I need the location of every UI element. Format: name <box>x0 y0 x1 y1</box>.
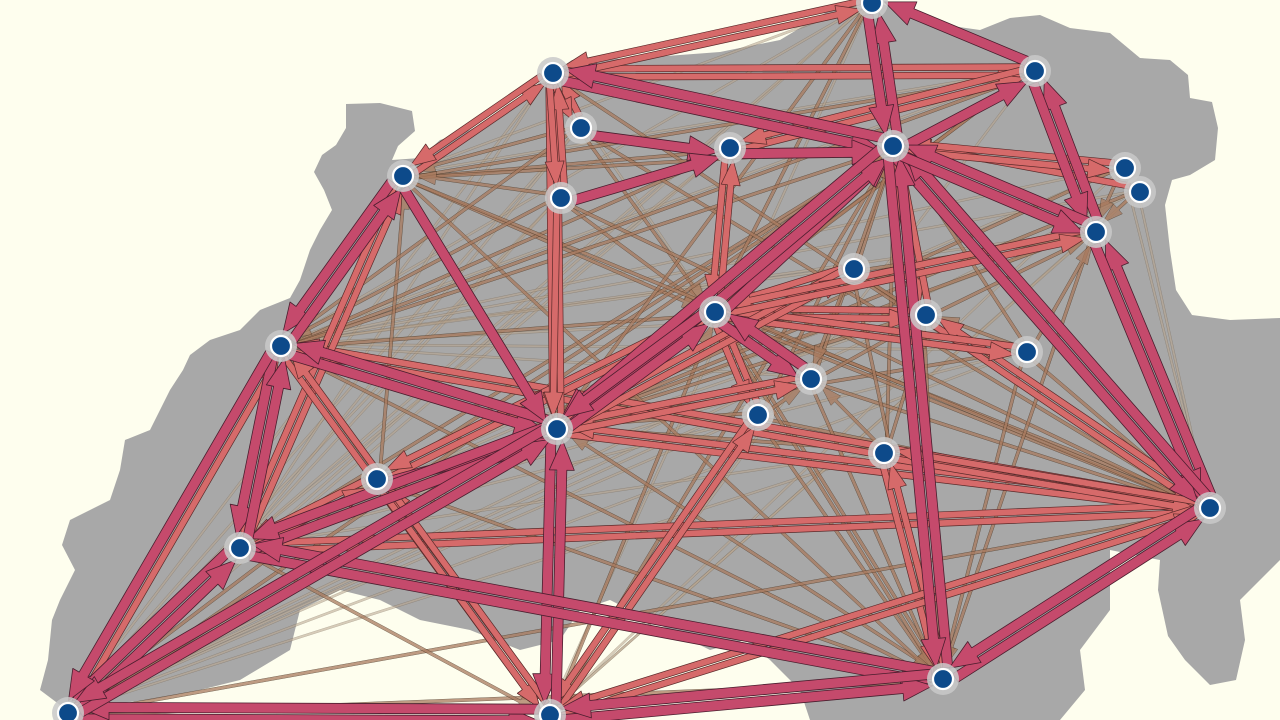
location-node[interactable] <box>265 330 297 362</box>
flow-arrow <box>292 339 550 426</box>
flow-arrow <box>543 208 564 419</box>
node-marker[interactable] <box>914 303 938 327</box>
flow-arrow <box>882 156 947 669</box>
node-layer <box>52 0 1226 720</box>
flow-arrow <box>556 425 756 711</box>
flow-arrow <box>726 313 809 373</box>
flow-arrow <box>948 504 1201 669</box>
location-node[interactable] <box>1011 336 1043 368</box>
node-marker[interactable] <box>269 334 293 358</box>
flow-arrow <box>895 445 1201 506</box>
node-marker[interactable] <box>228 536 252 560</box>
node-marker[interactable] <box>1198 496 1222 520</box>
location-node[interactable] <box>1124 176 1156 208</box>
location-node[interactable] <box>1019 55 1051 87</box>
flow-arrow <box>544 83 565 188</box>
flow-arrow <box>548 439 575 705</box>
node-marker[interactable] <box>569 116 593 140</box>
location-node[interactable] <box>699 296 731 328</box>
flow-arrow <box>740 139 883 166</box>
node-marker[interactable] <box>549 186 573 210</box>
location-node[interactable] <box>361 463 393 495</box>
node-marker[interactable] <box>541 61 565 85</box>
location-node[interactable] <box>714 132 746 164</box>
node-marker[interactable] <box>545 417 569 441</box>
node-marker[interactable] <box>860 0 884 15</box>
flow-arrow <box>287 187 402 344</box>
location-node[interactable] <box>838 253 870 285</box>
flow-arrow <box>562 309 707 419</box>
node-marker[interactable] <box>872 441 896 465</box>
flow-arrow <box>590 129 719 162</box>
location-node[interactable] <box>795 363 827 395</box>
node-marker[interactable] <box>1023 59 1047 83</box>
location-node[interactable] <box>537 57 569 89</box>
flow-arrow <box>399 185 547 424</box>
flow-arrow <box>898 150 1084 234</box>
node-marker[interactable] <box>881 134 905 158</box>
flow-arrow <box>567 432 937 673</box>
location-node[interactable] <box>534 699 566 720</box>
flow-arrow <box>884 1 1030 67</box>
flow-arrow <box>242 357 292 540</box>
flow-arrow <box>902 80 1029 151</box>
location-node[interactable] <box>910 299 942 331</box>
location-node[interactable] <box>387 160 419 192</box>
flow-arrow <box>567 380 802 435</box>
node-marker[interactable] <box>799 367 823 391</box>
location-node[interactable] <box>545 182 577 214</box>
flow-arrow <box>409 72 544 167</box>
flow-arrow <box>937 317 1206 502</box>
flow-arrow <box>563 5 863 79</box>
node-marker[interactable] <box>1128 180 1152 204</box>
flow-arrow <box>564 63 885 144</box>
flow-arrow <box>560 668 933 719</box>
node-marker[interactable] <box>842 257 866 281</box>
flow-arrow <box>820 384 880 445</box>
flow-arrow <box>1028 81 1089 225</box>
location-node[interactable] <box>565 112 597 144</box>
node-marker[interactable] <box>56 701 80 720</box>
flow-arrow <box>571 152 722 206</box>
node-marker[interactable] <box>746 403 770 427</box>
location-node[interactable] <box>224 532 256 564</box>
flow-arrow <box>251 537 935 677</box>
flow-arrow <box>290 352 550 706</box>
location-node[interactable] <box>877 130 909 162</box>
flow-arrow <box>68 349 276 701</box>
node-marker[interactable] <box>1015 340 1039 364</box>
node-marker[interactable] <box>538 703 562 720</box>
flow-arrow <box>862 13 895 137</box>
flow-layer <box>68 0 1217 720</box>
node-marker[interactable] <box>703 300 727 324</box>
node-marker[interactable] <box>931 667 955 691</box>
location-node[interactable] <box>1080 216 1112 248</box>
location-node[interactable] <box>1109 152 1141 184</box>
flow-arrow <box>74 424 548 703</box>
node-marker[interactable] <box>718 136 742 160</box>
node-marker[interactable] <box>391 164 415 188</box>
location-node[interactable] <box>1194 492 1226 524</box>
location-node[interactable] <box>927 663 959 695</box>
flow-arrow <box>413 171 551 196</box>
node-marker[interactable] <box>1084 220 1108 244</box>
node-marker[interactable] <box>365 467 389 491</box>
location-node[interactable] <box>541 413 573 445</box>
node-marker[interactable] <box>1113 156 1137 180</box>
location-node[interactable] <box>868 437 900 469</box>
location-node[interactable] <box>856 0 888 19</box>
location-node[interactable] <box>742 399 774 431</box>
location-node[interactable] <box>52 697 84 720</box>
